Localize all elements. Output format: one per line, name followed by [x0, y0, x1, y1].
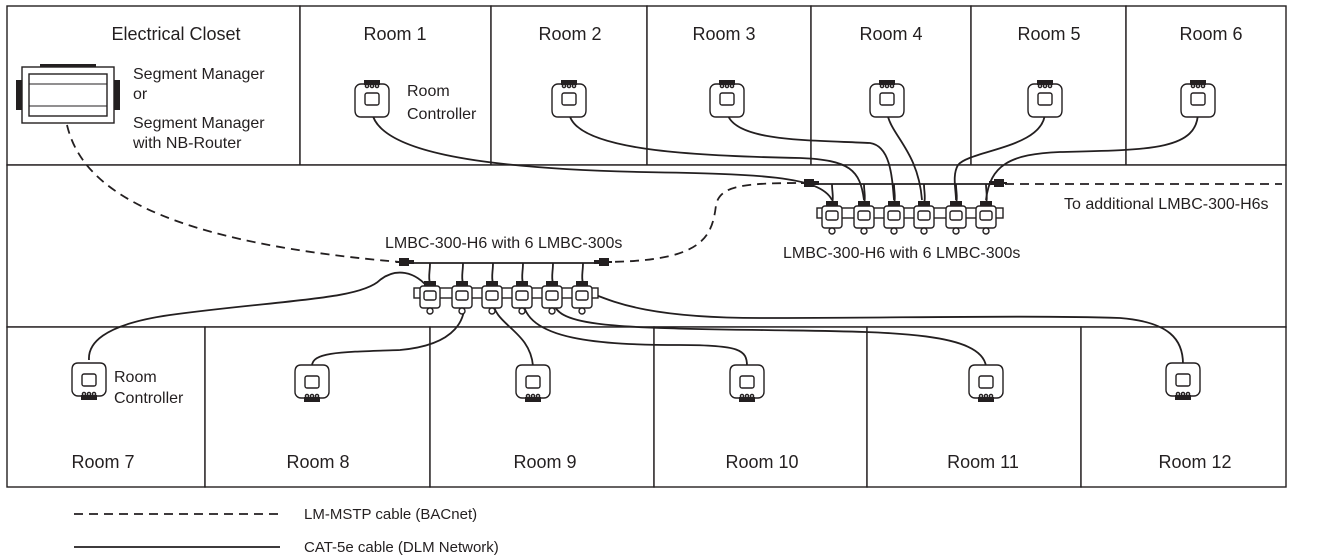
- lower-bridge-label: LMBC-300-H6 with 6 LMBC-300s: [385, 235, 622, 252]
- room-controller-icon: [869, 79, 905, 118]
- room-10-label: Room 10: [725, 452, 798, 472]
- upper-bridge-label: LMBC-300-H6 with 6 LMBC-300s: [783, 245, 1020, 262]
- segment-manager-icon: [16, 64, 120, 124]
- room-controller-icon: [968, 364, 1004, 403]
- legend-solid-label: CAT-5e cable (DLM Network): [304, 539, 499, 556]
- svg-text:or: or: [133, 86, 148, 103]
- room-controller-icon: [294, 364, 330, 403]
- svg-text:with NB-Router: with NB-Router: [132, 135, 242, 152]
- room-labels: Electrical Closet Room 1 Room 2 Room 3 R…: [71, 24, 1242, 472]
- legend-dashed-label: LM-MSTP cable (BACnet): [304, 506, 477, 523]
- closet-label: Electrical Closet: [111, 24, 240, 44]
- room-controller-icon: [709, 79, 745, 118]
- svg-text:Controller: Controller: [114, 390, 184, 407]
- room-5-label: Room 5: [1017, 24, 1080, 44]
- room-controller-label-top: Room Controller: [407, 83, 477, 123]
- room-7-area: [6, 326, 206, 488]
- room-12-area: [1080, 326, 1287, 488]
- room-3-label: Room 3: [692, 24, 755, 44]
- room-controller-icon: [729, 364, 765, 403]
- room-11-label: Room 11: [947, 452, 1019, 472]
- lower-bridge-modules: [413, 280, 599, 315]
- room-controller-icon: [1180, 79, 1216, 118]
- legend: LM-MSTP cable (BACnet) CAT-5e cable (DLM…: [74, 506, 499, 556]
- room-7-label: Room 7: [71, 452, 134, 472]
- room-controller-icon: [354, 79, 390, 118]
- room-controller-icon: [1165, 362, 1201, 401]
- room-8-label: Room 8: [286, 452, 349, 472]
- svg-text:Controller: Controller: [407, 106, 477, 123]
- svg-text:Segment Manager: Segment Manager: [133, 115, 265, 132]
- room-controller-icon: [71, 362, 107, 401]
- floor-plan: [6, 5, 1287, 488]
- room-controller-icon: [1027, 79, 1063, 118]
- bacnet-cables: [66, 124, 1282, 263]
- room-controller-icon: [515, 364, 551, 403]
- room-controller-icon: [551, 79, 587, 118]
- svg-text:Room: Room: [114, 369, 157, 386]
- room-9-label: Room 9: [513, 452, 576, 472]
- segment-manager-label: Segment Manager or Segment Manager with …: [132, 66, 265, 152]
- room-2-label: Room 2: [538, 24, 601, 44]
- corridor: [6, 164, 1287, 328]
- room-controller-label-bottom: Room Controller: [114, 369, 184, 407]
- room-11-area: [866, 326, 1082, 488]
- svg-text:Segment Manager: Segment Manager: [133, 66, 265, 83]
- upper-bridge-modules: [816, 200, 1004, 235]
- room-12-label: Room 12: [1158, 452, 1231, 472]
- room-8-area: [204, 326, 431, 488]
- room-10-area: [653, 326, 868, 488]
- to-additional-label: To additional LMBC-300-H6s: [1064, 196, 1269, 213]
- room-1-label: Room 1: [363, 24, 426, 44]
- svg-text:Room: Room: [407, 83, 450, 100]
- room-6-label: Room 6: [1179, 24, 1242, 44]
- room-4-label: Room 4: [859, 24, 922, 44]
